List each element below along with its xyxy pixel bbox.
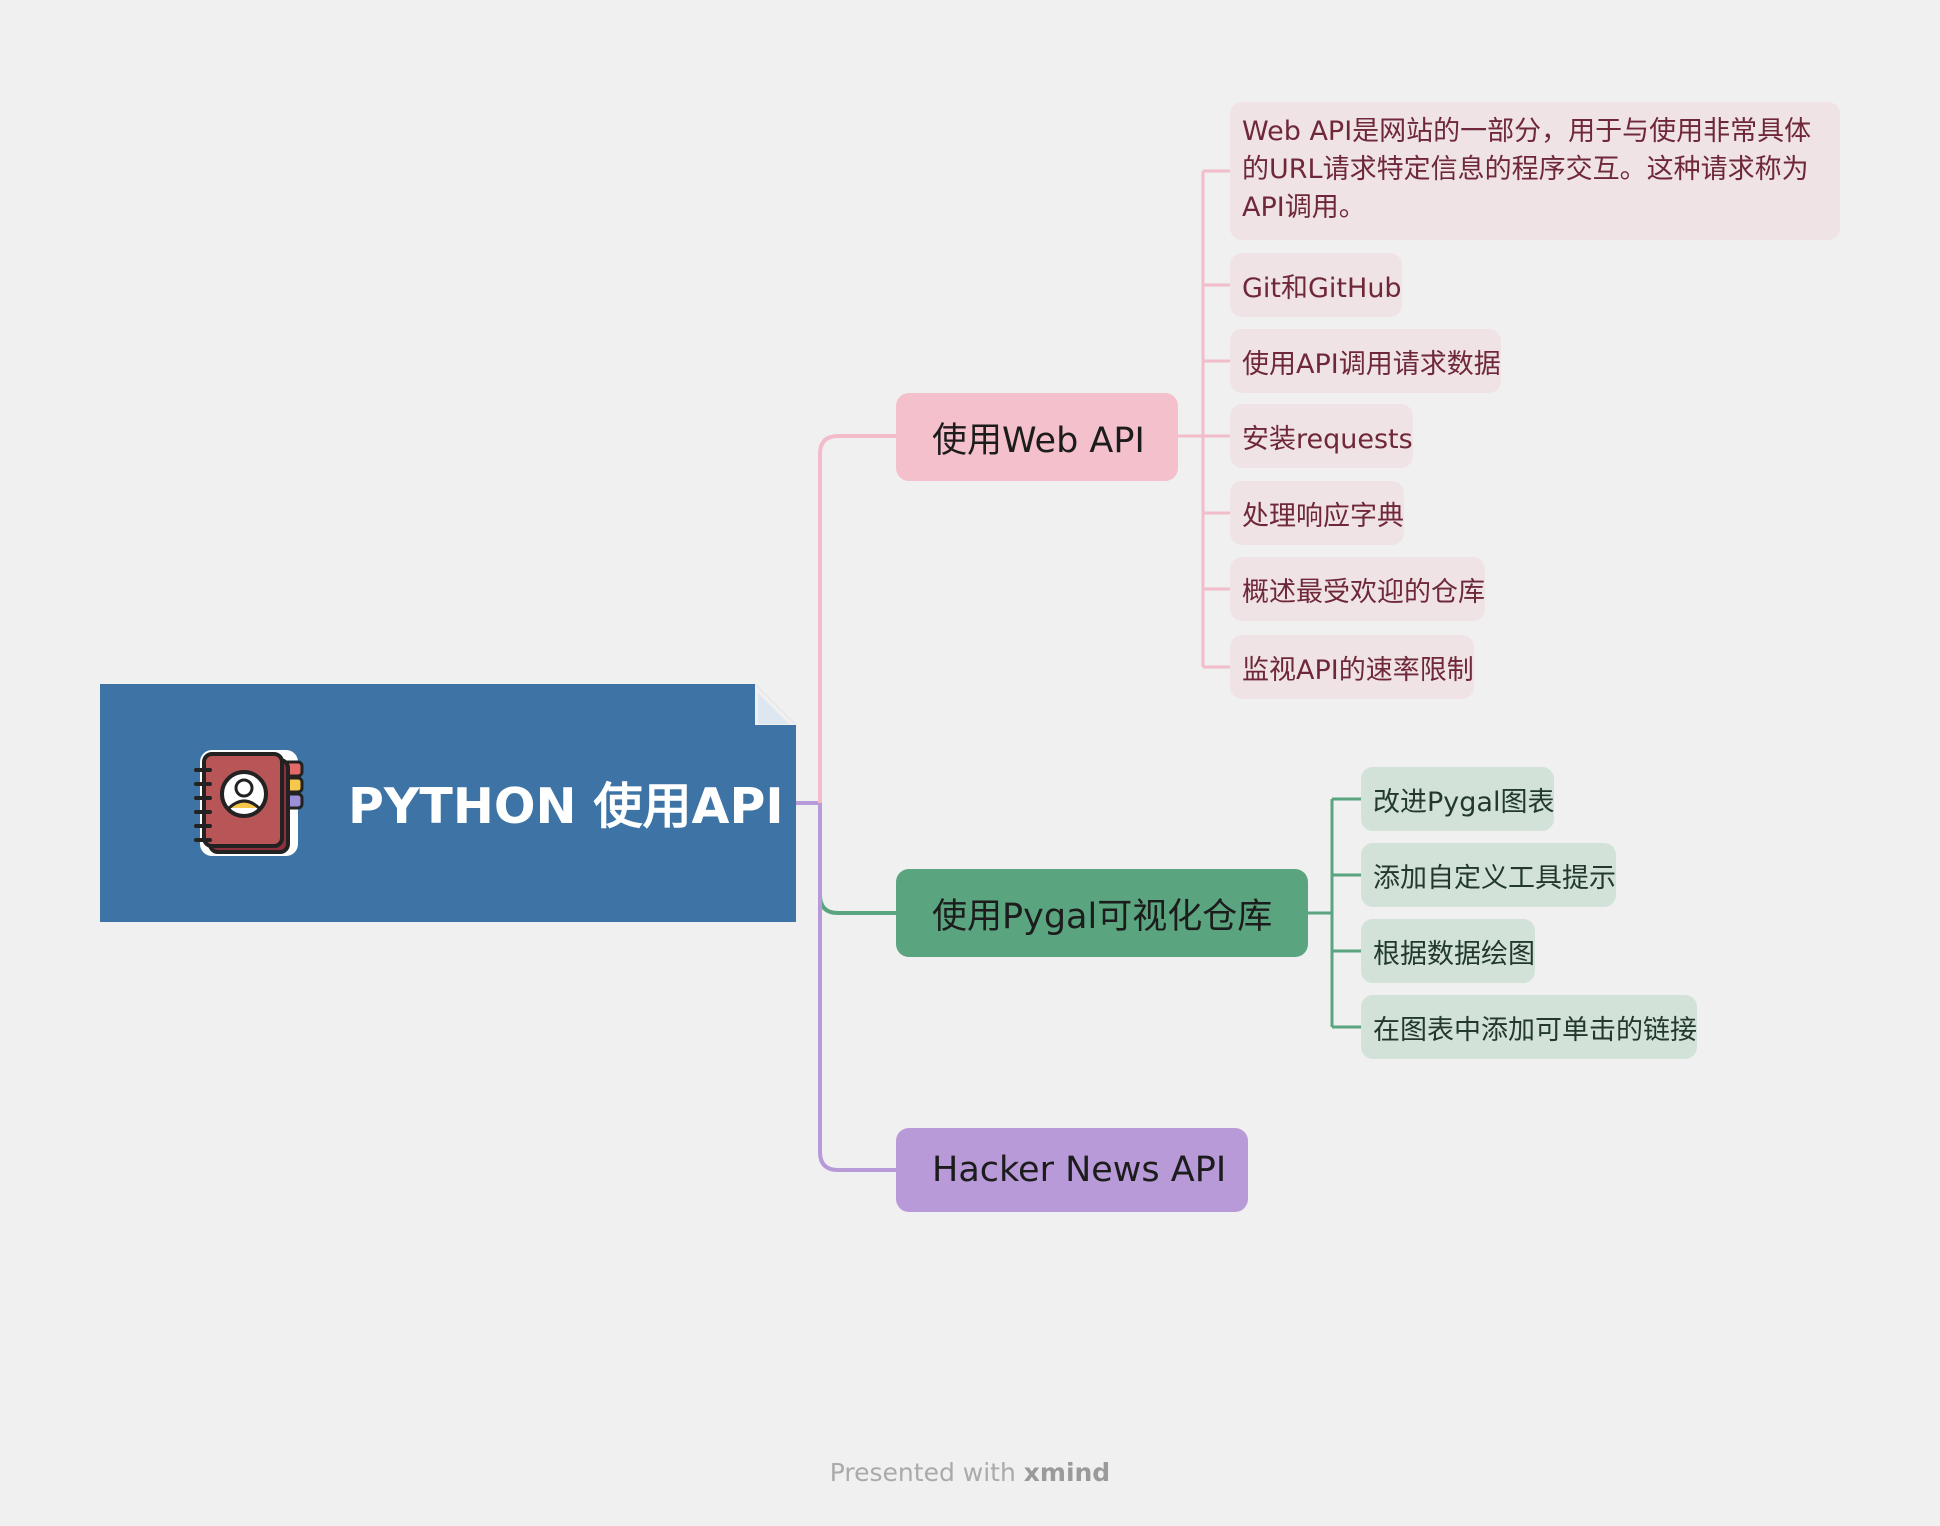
leaf-request-data[interactable]: 使用API调用请求数据 (1230, 329, 1501, 393)
leaf-git-github[interactable]: Git和GitHub (1230, 253, 1402, 317)
connector-hacker-news (818, 803, 896, 1172)
branch-hacker-news[interactable]: Hacker News API (896, 1128, 1248, 1212)
leaf-clickable-links[interactable]: 在图表中添加可单击的链接 (1361, 995, 1697, 1059)
branch-pygal[interactable]: 使用Pygal可视化仓库 (896, 869, 1308, 957)
leaf-response-dict[interactable]: 处理响应字典 (1230, 481, 1404, 545)
leaf-web-api-definition[interactable]: Web API是网站的一部分，用于与使用非常具体的URL请求特定信息的程序交互。… (1230, 102, 1840, 240)
connector-web-api (818, 434, 896, 803)
leaf-plot-data[interactable]: 根据数据绘图 (1361, 919, 1535, 983)
connector-pygal-leaves (1308, 797, 1361, 1029)
footer-credit: Presented with xmind (0, 1458, 1940, 1487)
leaf-rate-limit[interactable]: 监视API的速率限制 (1230, 635, 1474, 699)
leaf-improve-chart[interactable]: 改进Pygal图表 (1361, 767, 1555, 831)
leaf-custom-tooltip[interactable]: 添加自定义工具提示 (1361, 843, 1616, 907)
connector-pygal (818, 803, 896, 915)
leaf-popular-repos[interactable]: 概述最受欢迎的仓库 (1230, 557, 1485, 621)
branch-web-api[interactable]: 使用Web API (896, 393, 1178, 481)
leaf-install-requests[interactable]: 安装requests (1230, 404, 1413, 468)
notebook-contact-icon (194, 750, 304, 856)
footer-prefix: Presented with (829, 1458, 1024, 1487)
footer-brand: xmind (1023, 1458, 1111, 1487)
connector-web-api-leaves (1178, 169, 1230, 669)
root-topic-title: PYTHON 使用API (348, 778, 784, 835)
